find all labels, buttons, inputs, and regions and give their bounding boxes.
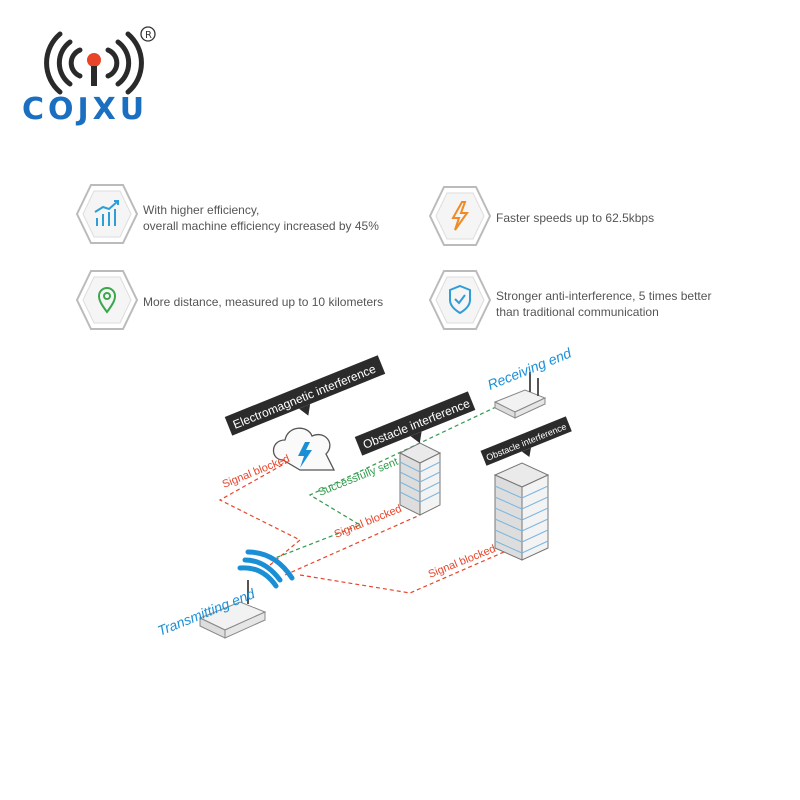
brand-name: COJXU	[22, 92, 149, 127]
location-pin-icon	[75, 270, 139, 330]
building-obstacle-1	[398, 442, 442, 516]
feature-line1: Faster speeds up to 62.5kbps	[496, 211, 655, 225]
feature-line1: Stronger anti-interference, 5 times bett…	[496, 289, 712, 303]
obstacle-interference-label-2: Obstacle interference	[485, 421, 568, 462]
signal-blocked-label-3: Signal blocked	[427, 543, 498, 581]
feature-line2: overall machine efficiency increased by …	[143, 219, 379, 233]
svg-text:R: R	[145, 30, 152, 41]
efficiency-chart-icon	[75, 184, 139, 244]
brand-logo: R	[20, 20, 180, 130]
em-interference-label: Electromagnetic interference	[231, 362, 378, 432]
transmitter-device	[198, 549, 295, 639]
feature-line1: More distance, measured up to 10 kilomet…	[143, 295, 384, 309]
feature-line2: than traditional communication	[496, 305, 659, 319]
feature-line1: With higher efficiency,	[143, 203, 260, 217]
wifi-signal-icon: R	[44, 26, 156, 95]
cloud-lightning-icon	[272, 427, 336, 471]
receiver-device	[493, 372, 547, 419]
building-obstacle-2	[493, 462, 550, 561]
signal-blocked-label-1: Signal blocked	[221, 453, 292, 491]
signal-blocked-label-2: Signal blocked	[333, 503, 404, 541]
signal-diagram: Electromagnetic interference Obstacle in…	[155, 344, 575, 639]
path-far-blocked	[299, 544, 521, 594]
shield-check-icon	[428, 270, 492, 330]
path-obstacle-blocked	[284, 514, 421, 576]
label-obstacle-2: Obstacle interference	[480, 416, 572, 466]
lightning-icon	[428, 186, 492, 246]
obstacle-interference-label-1: Obstacle interference	[361, 396, 472, 452]
